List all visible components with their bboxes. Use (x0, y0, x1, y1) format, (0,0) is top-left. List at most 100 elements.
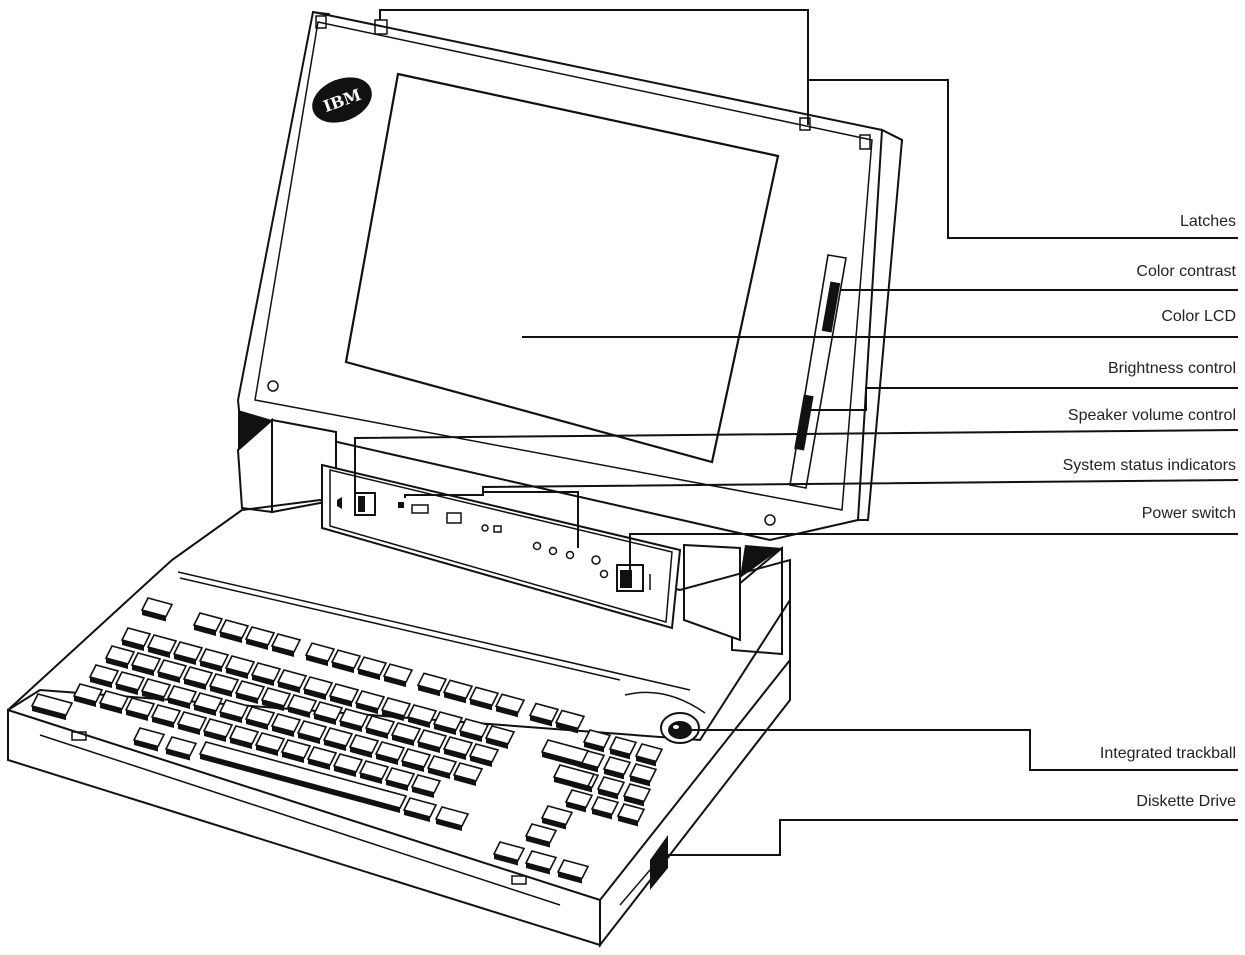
keyboard-key[interactable] (636, 744, 662, 766)
keyboard-key[interactable] (220, 620, 248, 643)
keyboard-key[interactable] (340, 709, 368, 732)
keyboard-key[interactable] (106, 646, 134, 669)
keyboard-key[interactable] (148, 635, 176, 658)
keyboard-key[interactable] (158, 660, 186, 683)
callout-diskette-drive: Diskette Drive (1136, 793, 1236, 810)
keyboard-key[interactable] (246, 627, 274, 650)
keyboard (32, 598, 662, 883)
keyboard-key[interactable] (330, 684, 358, 707)
keyboard-key[interactable] (194, 613, 222, 636)
keyboard-key[interactable] (542, 806, 572, 829)
keyboard-key[interactable] (246, 707, 274, 730)
keyboard-key[interactable] (436, 807, 468, 831)
keyboard-key[interactable] (74, 684, 102, 707)
keyboard-key[interactable] (314, 702, 342, 725)
keyboard-key[interactable] (100, 691, 128, 714)
keyboard-key[interactable] (444, 680, 472, 703)
keyboard-key[interactable] (408, 705, 436, 728)
keyboard-key[interactable] (526, 824, 556, 847)
keyboard-key[interactable] (236, 681, 264, 704)
keyboard-key[interactable] (624, 784, 650, 806)
keyboard-key[interactable] (356, 691, 384, 714)
keyboard-key[interactable] (174, 642, 202, 665)
keyboard-key[interactable] (418, 673, 446, 696)
keyboard-key[interactable] (486, 726, 514, 749)
keyboard-key[interactable] (308, 747, 336, 770)
keyboard-key[interactable] (288, 695, 316, 718)
keyboard-key[interactable] (526, 851, 556, 874)
keyboard-key[interactable] (618, 804, 644, 826)
keyboard-key[interactable] (298, 721, 326, 744)
keyboard-key[interactable] (166, 737, 196, 760)
keyboard-key[interactable] (470, 744, 498, 767)
keyboard-key[interactable] (598, 777, 624, 799)
keyboard-key[interactable] (116, 672, 144, 695)
keyboard-key[interactable] (530, 703, 558, 726)
keyboard-key[interactable] (210, 674, 238, 697)
keyboard-key[interactable] (454, 763, 482, 786)
keyboard-key[interactable] (256, 733, 284, 756)
keyboard-key[interactable] (418, 730, 446, 753)
keyboard-key[interactable] (496, 694, 524, 717)
keyboard-key[interactable] (630, 764, 656, 786)
keyboard-key[interactable] (324, 728, 352, 751)
keyboard-key[interactable] (376, 742, 404, 765)
keyboard-key[interactable] (122, 628, 150, 651)
callout-labels: Latches Color contrast Color LCD Brightn… (1063, 213, 1237, 810)
keyboard-key[interactable] (610, 737, 636, 759)
status-panel (322, 465, 680, 628)
keyboard-key[interactable] (272, 634, 300, 657)
keyboard-key[interactable] (90, 665, 118, 688)
keyboard-key[interactable] (334, 754, 362, 777)
keyboard-key[interactable] (358, 657, 386, 680)
keyboard-key[interactable] (412, 775, 440, 798)
callout-power-switch: Power switch (1142, 505, 1236, 522)
keyboard-key[interactable] (332, 650, 360, 673)
callout-speaker-volume-control: Speaker volume control (1068, 407, 1236, 424)
keyboard-key[interactable] (566, 790, 592, 812)
callout-brightness-control: Brightness control (1108, 360, 1236, 377)
keyboard-key[interactable] (204, 719, 232, 742)
keyboard-key[interactable] (178, 712, 206, 735)
keyboard-key[interactable] (386, 768, 414, 791)
keyboard-key[interactable] (226, 656, 254, 679)
keyboard-key[interactable] (278, 670, 306, 693)
keyboard-key[interactable] (252, 663, 280, 686)
keyboard-key[interactable] (434, 712, 462, 735)
keyboard-key[interactable] (126, 698, 154, 721)
callout-latches: Latches (1180, 213, 1236, 230)
keyboard-key[interactable] (360, 761, 388, 784)
keyboard-key[interactable] (32, 694, 72, 720)
keyboard-key[interactable] (470, 687, 498, 710)
keyboard-key[interactable] (460, 719, 488, 742)
keyboard-key[interactable] (366, 716, 394, 739)
keyboard-key[interactable] (384, 664, 412, 687)
keyboard-key[interactable] (184, 667, 212, 690)
keyboard-key[interactable] (230, 726, 258, 749)
keyboard-key[interactable] (604, 757, 630, 779)
keyboard-key[interactable] (542, 740, 588, 768)
callout-color-contrast: Color contrast (1136, 263, 1236, 280)
keyboard-key[interactable] (132, 653, 160, 676)
keyboard-key[interactable] (304, 677, 332, 700)
keyboard-key[interactable] (142, 598, 172, 621)
keyboard-key[interactable] (220, 700, 248, 723)
color-lcd-panel (346, 74, 778, 462)
keyboard-key[interactable] (402, 749, 430, 772)
keyboard-key[interactable] (392, 723, 420, 746)
keyboard-key[interactable] (558, 860, 588, 883)
keyboard-key[interactable] (168, 686, 196, 709)
keyboard-key[interactable] (200, 649, 228, 672)
keyboard-key[interactable] (272, 714, 300, 737)
keyboard-key[interactable] (592, 797, 618, 819)
keyboard-key[interactable] (404, 798, 436, 822)
keyboard-key[interactable] (306, 643, 334, 666)
keyboard-key[interactable] (428, 756, 456, 779)
keyboard-key[interactable] (194, 693, 222, 716)
keyboard-key[interactable] (494, 842, 524, 865)
keyboard-key[interactable] (152, 705, 180, 728)
keyboard-key[interactable] (134, 728, 164, 751)
keyboard-key[interactable] (282, 740, 310, 763)
keyboard-key[interactable] (350, 735, 378, 758)
keyboard-key[interactable] (444, 737, 472, 760)
